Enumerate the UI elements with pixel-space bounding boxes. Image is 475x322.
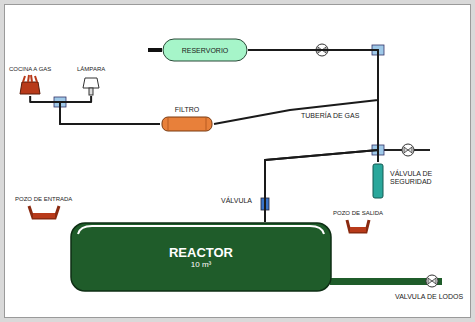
node-text: RESERVORIO bbox=[182, 47, 229, 54]
valve-symbol bbox=[402, 144, 414, 156]
tray-icon bbox=[27, 204, 61, 220]
valve-symbol bbox=[426, 275, 438, 287]
tray2-icon bbox=[345, 218, 371, 234]
part-label: VÁLVULA bbox=[220, 197, 253, 204]
outlet-pit: POZO DE SALIDA bbox=[332, 210, 384, 234]
part-label: VALVULA DE LODOS bbox=[394, 293, 464, 300]
gas-stove: COCINA A GAS bbox=[8, 66, 52, 96]
safety-valve: VÁLVULA DE SEGURIDAD bbox=[370, 162, 446, 200]
teal-icon bbox=[370, 162, 386, 200]
node-text: REACTOR bbox=[169, 245, 233, 260]
gas-pipe bbox=[60, 96, 160, 124]
filter-icon bbox=[160, 115, 214, 133]
inlet-pit: POZO DE ENTRADA bbox=[14, 196, 73, 220]
reactor-tank: REACTOR10 m³ bbox=[70, 222, 332, 292]
node-text: 10 m³ bbox=[191, 260, 211, 269]
node-text: LÁMPARA bbox=[76, 66, 106, 72]
gas-lamp: LÁMPARA bbox=[76, 66, 106, 96]
outlet-pipe bbox=[330, 278, 442, 285]
node-text: COCINA A GAS bbox=[8, 66, 52, 72]
pipe-stub bbox=[148, 48, 162, 52]
part-label: TUBERÍA DE GAS bbox=[300, 112, 360, 119]
node-text: POZO DE ENTRADA bbox=[14, 196, 73, 202]
node-text: FILTRO bbox=[160, 106, 214, 113]
node-text: VÁLVULA DE SEGURIDAD bbox=[390, 170, 446, 187]
stove-icon bbox=[17, 74, 43, 96]
lamp-icon bbox=[81, 74, 101, 96]
gas-pipe bbox=[248, 50, 378, 222]
node-text: POZO DE SALIDA bbox=[332, 210, 384, 216]
reservoir-tank: RESERVORIO bbox=[162, 38, 248, 62]
filter-cylinder: FILTRO bbox=[160, 106, 214, 133]
gas-pipe bbox=[30, 96, 160, 124]
